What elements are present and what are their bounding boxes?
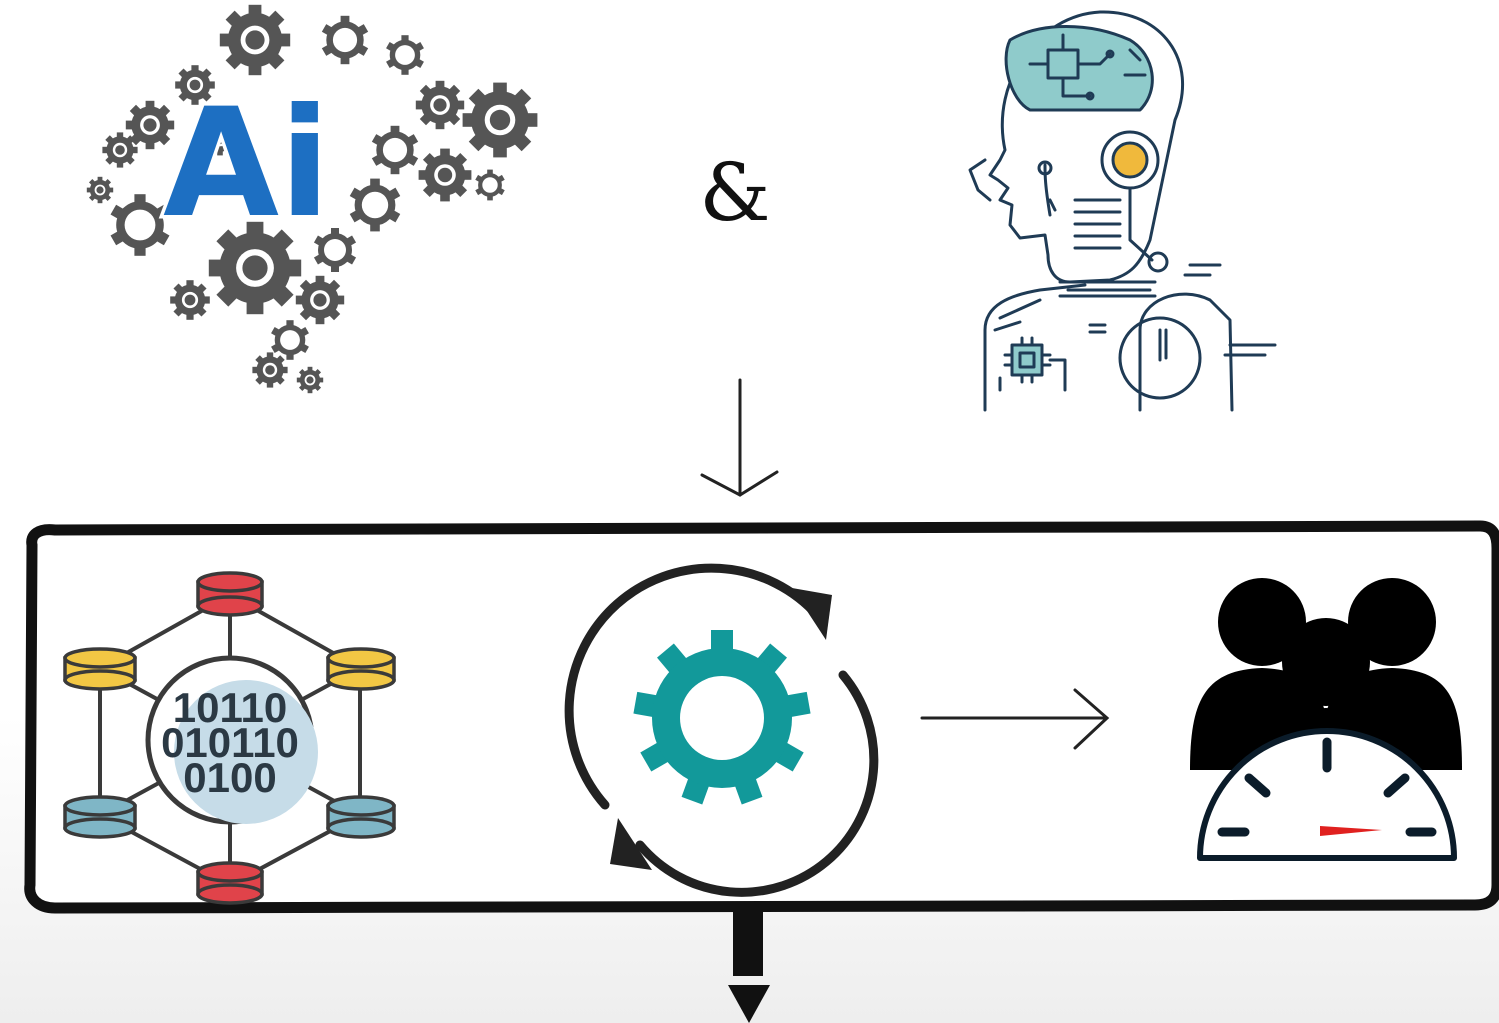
down-thick-arrow-icon <box>728 912 770 1023</box>
binary-line-1: 10110 <box>173 684 287 731</box>
binary-line-3: 0100 <box>183 754 276 801</box>
database-node-left-bottom <box>63 795 137 839</box>
ai-logo-text: Ai <box>163 77 331 251</box>
ai-brain-logo: Ai <box>86 4 538 394</box>
robot-head-icon <box>968 10 1277 412</box>
database-node-right-top <box>326 647 396 691</box>
database-node-left-top <box>63 647 137 691</box>
refresh-gear-icon <box>564 563 879 897</box>
down-arrow-icon <box>700 378 779 497</box>
database-node-top <box>196 571 264 617</box>
database-node-bottom <box>196 861 264 905</box>
speedometer-needle <box>1320 826 1382 836</box>
binary-line-2: 010110 <box>161 719 299 766</box>
data-network-icon: 10110 010110 0100 <box>63 571 396 905</box>
users-speedometer-icon <box>1190 578 1462 861</box>
database-node-right-bottom <box>326 795 396 839</box>
right-arrow-icon <box>920 688 1110 750</box>
ampersand-connector: & <box>699 146 770 239</box>
